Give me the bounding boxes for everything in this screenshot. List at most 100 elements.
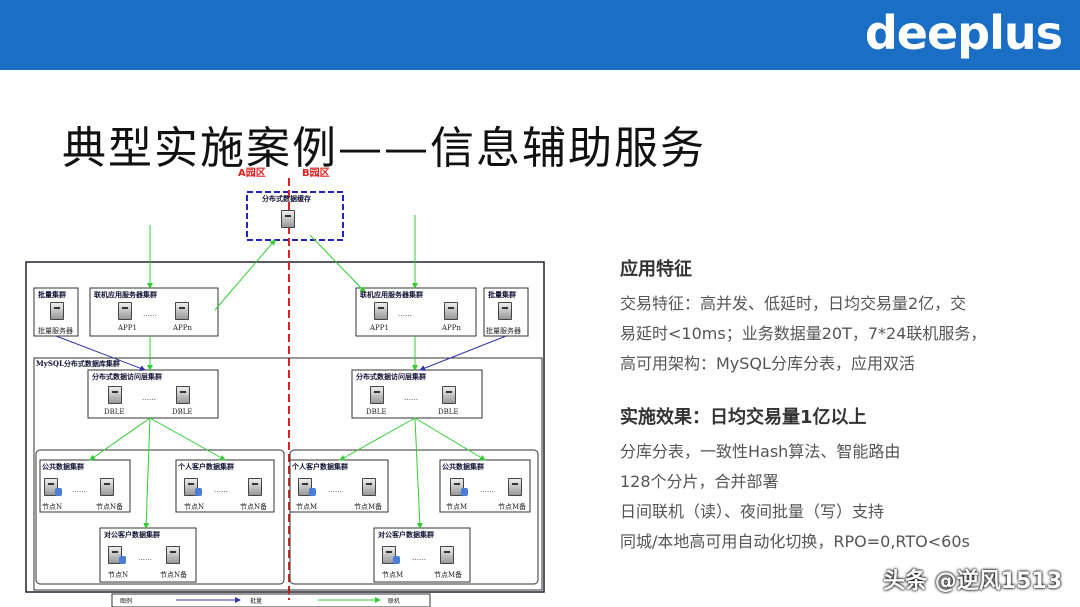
public-box-a (39, 459, 131, 513)
result-line: 日间联机（读）、夜间批量（写）支持 (620, 502, 885, 521)
access-layer-a-label: 分布式数据访问层集群 (92, 372, 162, 381)
node-label: 节点N备 (96, 503, 124, 511)
feature-line: 交易特征：高并发、低延时，日均交易量2亿，交 (620, 294, 967, 313)
ellipsis: …… (404, 394, 418, 402)
legend-online: 联机 (388, 598, 401, 605)
node-label: 节点N (42, 503, 63, 511)
server-icon (362, 478, 376, 496)
dble-label: DBLE (172, 408, 193, 416)
server-icon (370, 386, 384, 404)
legend-batch: 批量 (250, 598, 263, 605)
server-icon (298, 478, 312, 496)
server-icon (50, 302, 64, 320)
server-icon (444, 302, 458, 320)
ellipsis: …… (480, 486, 494, 494)
server-icon (248, 478, 262, 496)
header-bar: deeplus (0, 0, 1080, 70)
legend-title: 图例 (120, 598, 133, 605)
section-title-features: 应用特征 (620, 259, 692, 280)
database-icon (461, 488, 468, 496)
personal-cluster-a-label: 个人客户数据集群 (178, 462, 234, 471)
server-icon (184, 478, 198, 496)
server-icon (175, 302, 189, 320)
feature-line: 高可用架构：MySQL分库分表，应用双活 (620, 354, 915, 373)
server-icon (108, 386, 122, 404)
public-cluster-b-label: 公共数据集群 (442, 462, 484, 471)
server-icon (166, 546, 180, 564)
dble-label: DBLE (104, 408, 125, 416)
server-icon (108, 546, 122, 564)
node-label: 节点N备 (240, 503, 268, 511)
server-icon (118, 302, 132, 320)
feature-panel: 应用特征 交易特征：高并发、低延时，日均交易量2亿，交 易延时<10ms；业务数… (620, 255, 1060, 557)
data-region-b (289, 449, 539, 585)
diagram-lines (25, 178, 545, 607)
ellipsis: …… (72, 486, 86, 494)
node-label: 节点M备 (498, 503, 527, 511)
corporate-cluster-a-label: 对公客户数据集群 (104, 530, 160, 539)
node-label: 节点N (184, 503, 205, 511)
ellipsis: …… (214, 486, 228, 494)
node-label: 节点M (446, 503, 468, 511)
architecture-diagram: A园区 B园区 分布式数据缓存 批量集群 批量服务器 批量集群 批量服务器 联机… (0, 160, 600, 607)
database-icon (393, 556, 400, 564)
online-cluster-a-label: 联机应用服务器集群 (94, 290, 157, 299)
access-box-a (87, 369, 219, 419)
server-icon (498, 302, 512, 320)
ellipsis: …… (328, 486, 342, 494)
ellipsis: …… (412, 554, 426, 562)
public-cluster-a-label: 公共数据集群 (42, 462, 84, 471)
server-icon (382, 546, 396, 564)
section-title-results: 实施效果：日均交易量1亿以上 (620, 407, 867, 428)
result-line: 分库分表，一致性Hash算法、智能路由 (620, 442, 901, 461)
node-label: 节点M (296, 503, 318, 511)
access-layer-b-label: 分布式数据访问层集群 (356, 372, 426, 381)
node-label: 节点N (108, 571, 129, 579)
node-label: 节点M备 (434, 571, 463, 579)
mysql-box (33, 357, 543, 591)
server-icon (442, 386, 456, 404)
online-box-a (89, 287, 219, 337)
cache-label: 分布式数据缓存 (262, 194, 311, 203)
zone-a-label: A园区 (238, 168, 266, 179)
node-label: 节点N备 (160, 571, 188, 579)
server-icon (100, 478, 114, 496)
zone-b-label: B园区 (302, 168, 330, 179)
app1-label: APP1 (370, 324, 389, 332)
result-line: 同城/本地高可用自动化切换，RPO=0,RTO<60s (620, 532, 970, 551)
server-icon (440, 546, 454, 564)
node-label: 节点M (382, 571, 404, 579)
appn-label: APPn (442, 324, 461, 332)
ellipsis: …… (398, 310, 412, 318)
server-icon (281, 210, 295, 228)
legend-box (111, 593, 431, 607)
database-icon (119, 556, 126, 564)
cache-box (246, 191, 344, 241)
brand-logo: deeplus (864, 6, 1063, 60)
ellipsis: …… (142, 394, 156, 402)
batch-server-b-label: 批量服务器 (486, 327, 521, 335)
dble-label: DBLE (366, 408, 387, 416)
personal-box-b (289, 459, 389, 513)
slide-title: 典型实施案例——信息辅助服务 (62, 123, 706, 174)
ellipsis: …… (143, 310, 157, 318)
personal-cluster-b-label: 个人客户数据集群 (292, 462, 348, 471)
appn-label: APPn (173, 324, 192, 332)
feature-line: 易延时<10ms；业务数据量20T，7*24联机服务， (620, 324, 987, 343)
app1-label: APP1 (118, 324, 137, 332)
batch-cluster-b-label: 批量集群 (488, 290, 516, 299)
server-icon (374, 302, 388, 320)
data-region-a (35, 449, 285, 585)
ellipsis: …… (138, 554, 152, 562)
watermark: 头条 @逆风1513 (883, 569, 1062, 594)
database-icon (309, 488, 316, 496)
database-icon (195, 488, 202, 496)
online-cluster-b-label: 联机应用服务器集群 (360, 290, 423, 299)
corporate-cluster-b-label: 对公客户数据集群 (378, 530, 434, 539)
batch-cluster-a-label: 批量集群 (38, 290, 66, 299)
node-label: 节点M备 (354, 503, 383, 511)
mysql-cluster-label: MySQL分布式数据库集群 (36, 359, 120, 368)
outer-frame (25, 261, 545, 593)
batch-server-a-label: 批量服务器 (38, 327, 73, 335)
server-icon (176, 386, 190, 404)
